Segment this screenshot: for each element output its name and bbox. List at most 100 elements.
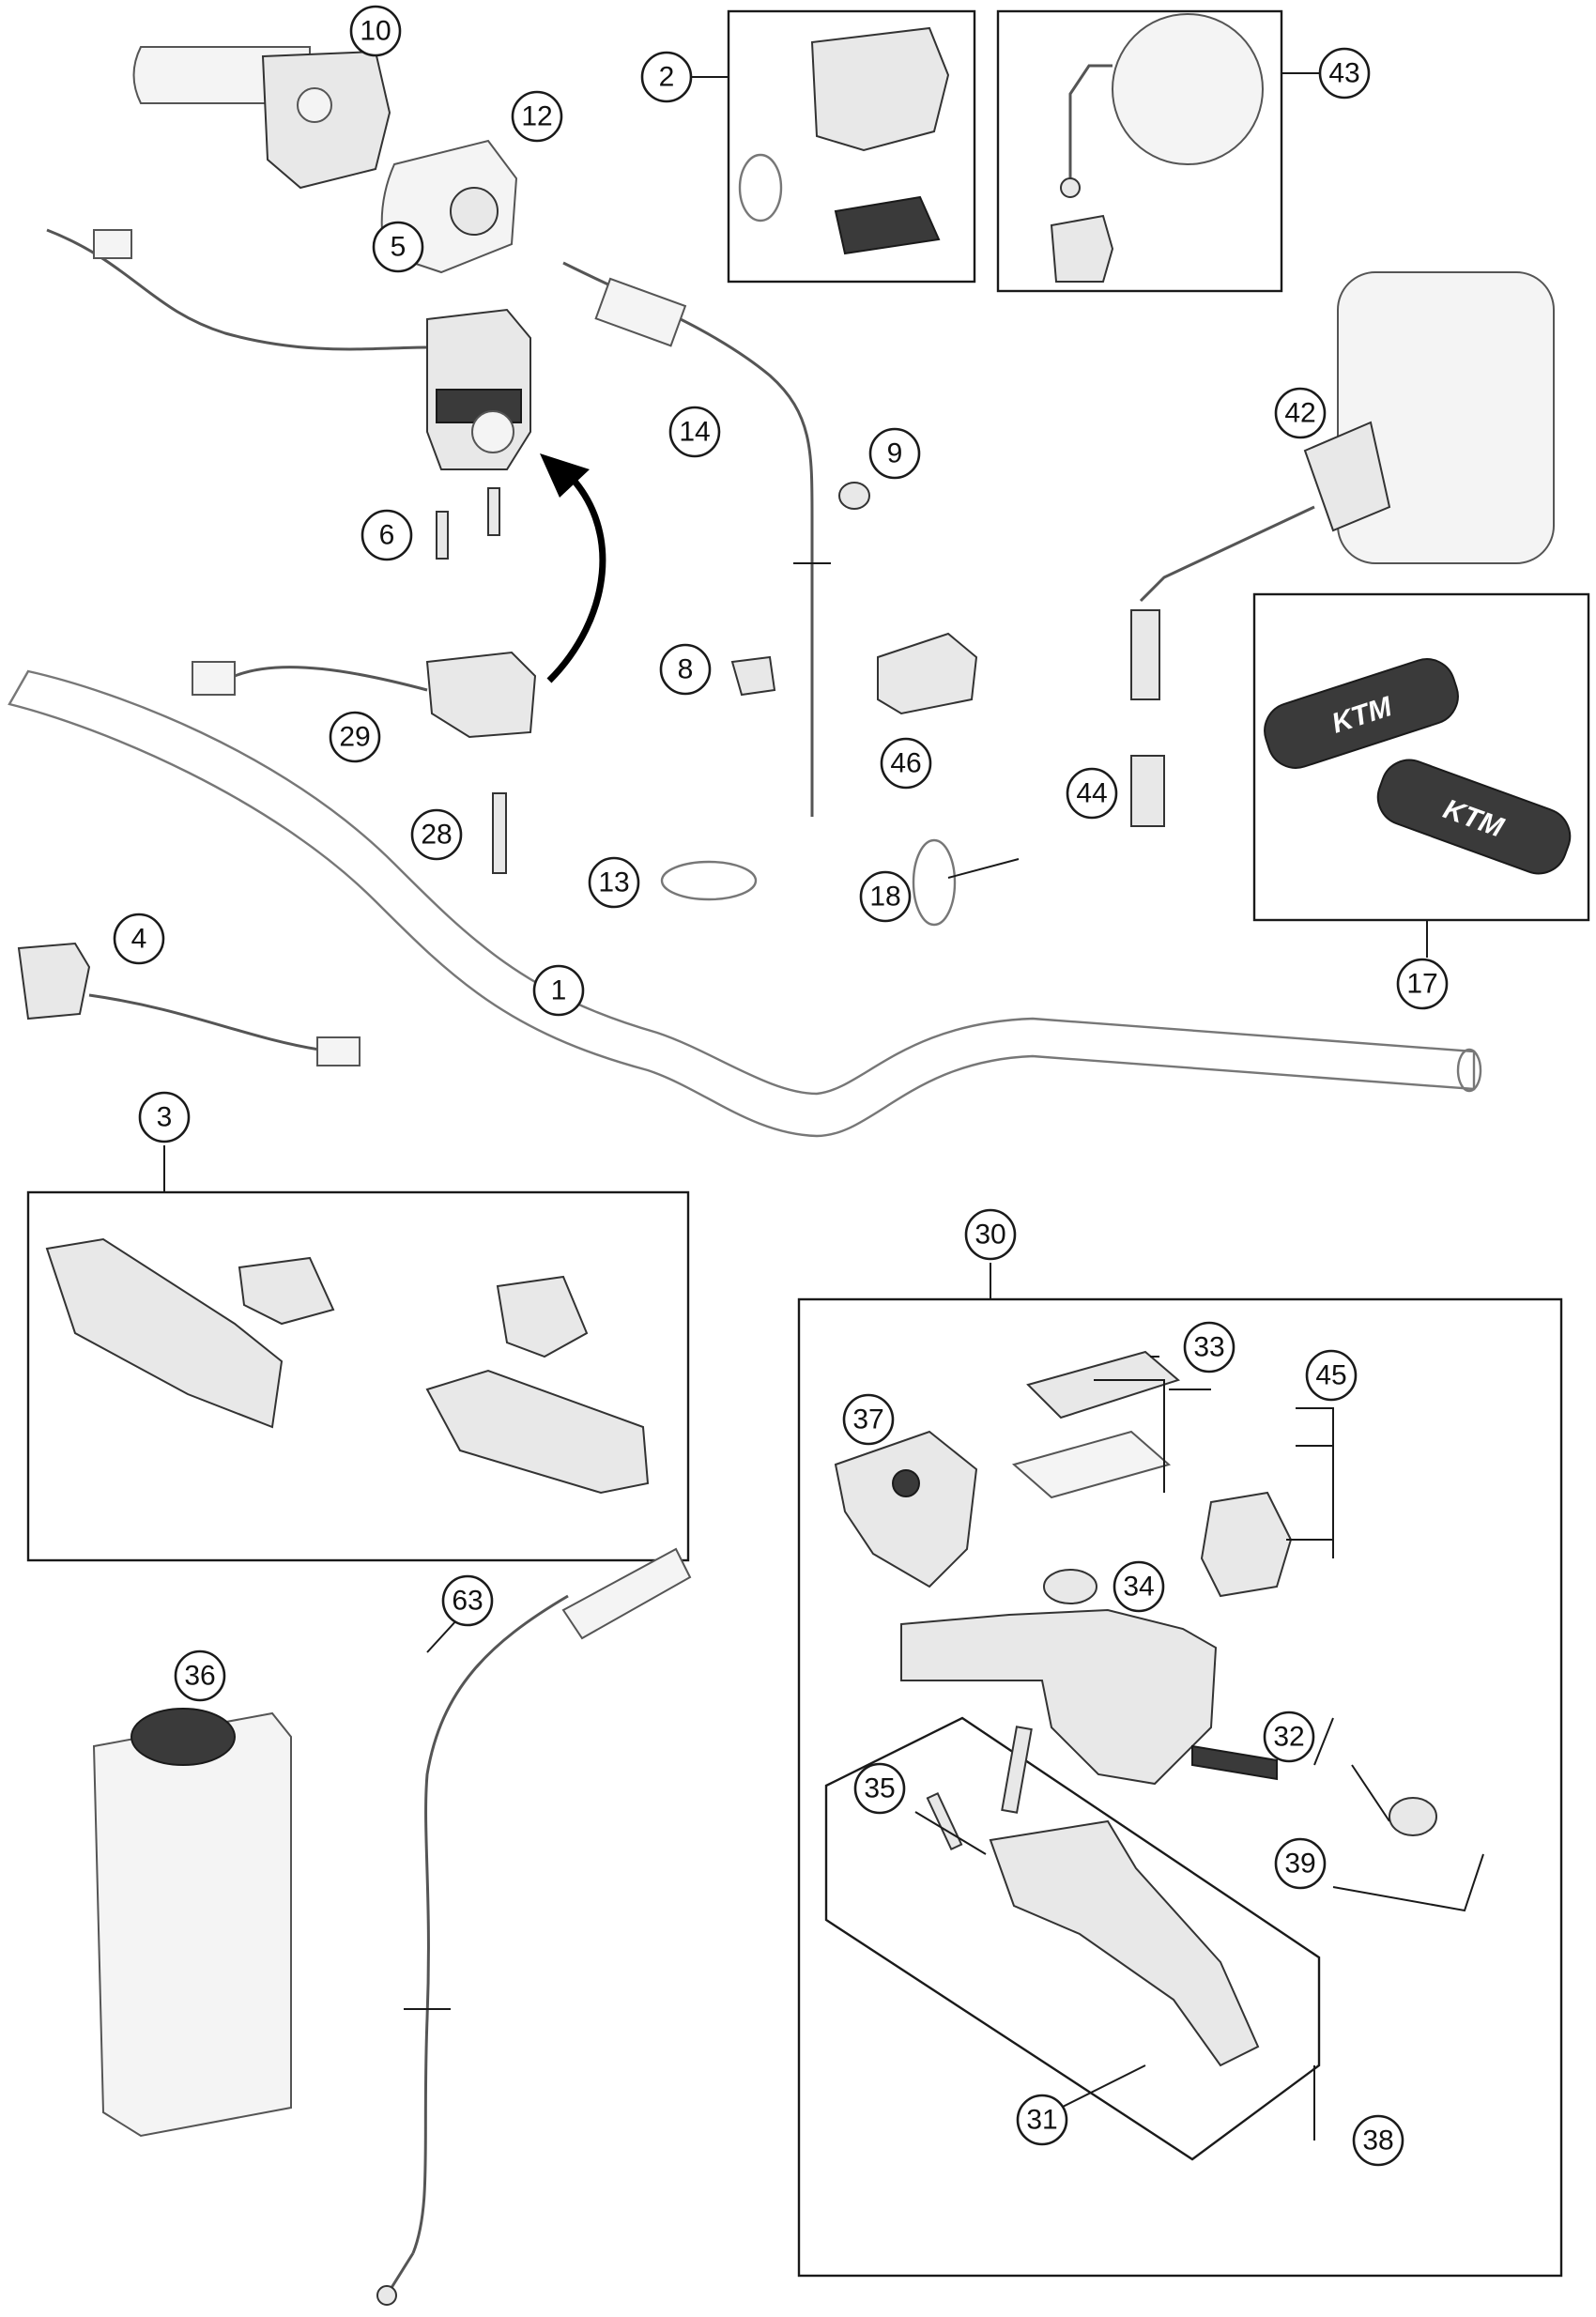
svg-text:39: 39	[1284, 1849, 1315, 1880]
part-9-cap	[838, 482, 870, 510]
svg-text:10: 10	[360, 16, 391, 47]
box-part-38	[824, 1716, 1321, 2161]
clutch-line-banjo-ring	[376, 2285, 397, 2306]
callout-17: 17	[1396, 958, 1449, 1010]
callout-39: 39	[1274, 1837, 1327, 1890]
callout-12: 12	[511, 90, 563, 143]
handguard-left	[45, 1237, 284, 1429]
handlebar-grip-lower: KTM	[1376, 759, 1572, 875]
cable-tie-18	[912, 838, 957, 927]
callout-6: 6	[361, 509, 413, 561]
callout-1: 1	[532, 964, 585, 1017]
throttle-cable-sleeve	[594, 277, 687, 347]
callouts: 10 12 2 43 5 14 9 42 6 8 29 46 44 28 13 …	[113, 5, 1449, 2167]
callout-5: 5	[372, 221, 424, 273]
arrow-head	[540, 453, 590, 498]
svg-text:44: 44	[1076, 778, 1107, 809]
light-switch-5	[426, 308, 531, 470]
part-46-clamp	[877, 632, 978, 715]
mirror-42-neck	[1303, 421, 1391, 532]
svg-text:33: 33	[1193, 1332, 1224, 1363]
svg-text:30: 30	[974, 1220, 1005, 1251]
switch-wire	[46, 228, 428, 351]
throttle-cover-hole	[450, 187, 499, 236]
direction-arrow	[546, 467, 606, 683]
callout-29: 29	[329, 711, 381, 763]
reservoir-cover-33	[1026, 1350, 1181, 1419]
clutch-line-banjo	[388, 2252, 415, 2292]
switch-4-body	[17, 942, 91, 1020]
mirror-42-arm	[1139, 505, 1315, 603]
handguard-mount-left	[238, 1256, 335, 1326]
svg-text:13: 13	[598, 867, 629, 898]
svg-text:4: 4	[131, 924, 147, 955]
callout-33: 33	[1183, 1321, 1235, 1373]
svg-text:3: 3	[157, 1102, 173, 1133]
handlebar	[8, 669, 1476, 1138]
callout-28: 28	[410, 808, 463, 861]
callout-45: 45	[1305, 1349, 1358, 1402]
callout-36: 36	[174, 1650, 226, 1702]
master-cylinder-body	[900, 1608, 1218, 1786]
svg-text:29: 29	[339, 722, 370, 753]
callout-3: 3	[138, 1091, 191, 1143]
clamp-37-nut	[892, 1469, 920, 1497]
part-2-housing	[810, 26, 950, 152]
svg-text:42: 42	[1284, 398, 1315, 429]
callout-18: 18	[859, 870, 912, 923]
throttle-grip-assembly	[132, 46, 391, 190]
svg-text:34: 34	[1123, 1572, 1154, 1603]
piston-39	[1389, 1797, 1437, 1836]
screw-28	[492, 792, 507, 874]
handlebar-grip-upper: KTM	[1264, 658, 1459, 769]
svg-text:45: 45	[1315, 1360, 1346, 1391]
switch-4-connector	[316, 1036, 361, 1066]
callout-43: 43	[1318, 47, 1371, 100]
callout-34: 34	[1113, 1560, 1165, 1613]
svg-text:31: 31	[1026, 2105, 1057, 2136]
callout-31: 31	[1016, 2094, 1068, 2146]
svg-text:14: 14	[679, 417, 710, 448]
svg-text:28: 28	[421, 820, 452, 851]
box-part-3	[26, 1190, 690, 1562]
svg-text:1: 1	[551, 975, 567, 1006]
screw-6a	[436, 511, 449, 560]
callout-8: 8	[659, 643, 712, 696]
svg-text:35: 35	[864, 1773, 895, 1804]
mirror-42-head	[1337, 271, 1555, 564]
mirror-43-glass	[1112, 13, 1264, 165]
svg-text:38: 38	[1362, 2125, 1393, 2156]
callout-30: 30	[964, 1208, 1017, 1261]
leader-lines	[163, 72, 1484, 2141]
callout-63: 63	[441, 1574, 494, 1627]
box-part-30	[797, 1297, 1563, 2278]
svg-text:18: 18	[869, 882, 900, 913]
callout-37: 37	[842, 1393, 895, 1446]
mirror-42-stem	[1130, 609, 1160, 700]
mirror-44-adapter	[1130, 755, 1165, 827]
switch-4-wire	[88, 993, 320, 1051]
spring-32	[1191, 1744, 1278, 1781]
svg-text:46: 46	[890, 748, 921, 779]
svg-text:6: 6	[379, 520, 395, 551]
svg-text:9: 9	[887, 438, 903, 469]
svg-text:8: 8	[678, 654, 694, 685]
svg-text:2: 2	[659, 62, 675, 93]
switch-29-wire	[234, 666, 428, 692]
part-2-bracket	[834, 195, 941, 255]
callout-4: 4	[113, 913, 165, 965]
clamp-37	[834, 1430, 978, 1588]
box-part-43	[996, 9, 1283, 293]
switch-29-connector	[192, 661, 236, 696]
callout-35: 35	[853, 1762, 906, 1815]
callout-14: 14	[668, 406, 721, 458]
svg-text:43: 43	[1328, 58, 1359, 89]
svg-text:5: 5	[391, 232, 407, 263]
reservoir-membrane	[1011, 1430, 1172, 1499]
switch-29-body	[425, 651, 537, 739]
svg-text:37: 37	[852, 1404, 883, 1435]
handlebar-end	[1456, 1048, 1482, 1093]
callout-9: 9	[868, 427, 921, 480]
svg-text:17: 17	[1406, 969, 1437, 1000]
clutch-line-hose	[411, 1594, 569, 2254]
